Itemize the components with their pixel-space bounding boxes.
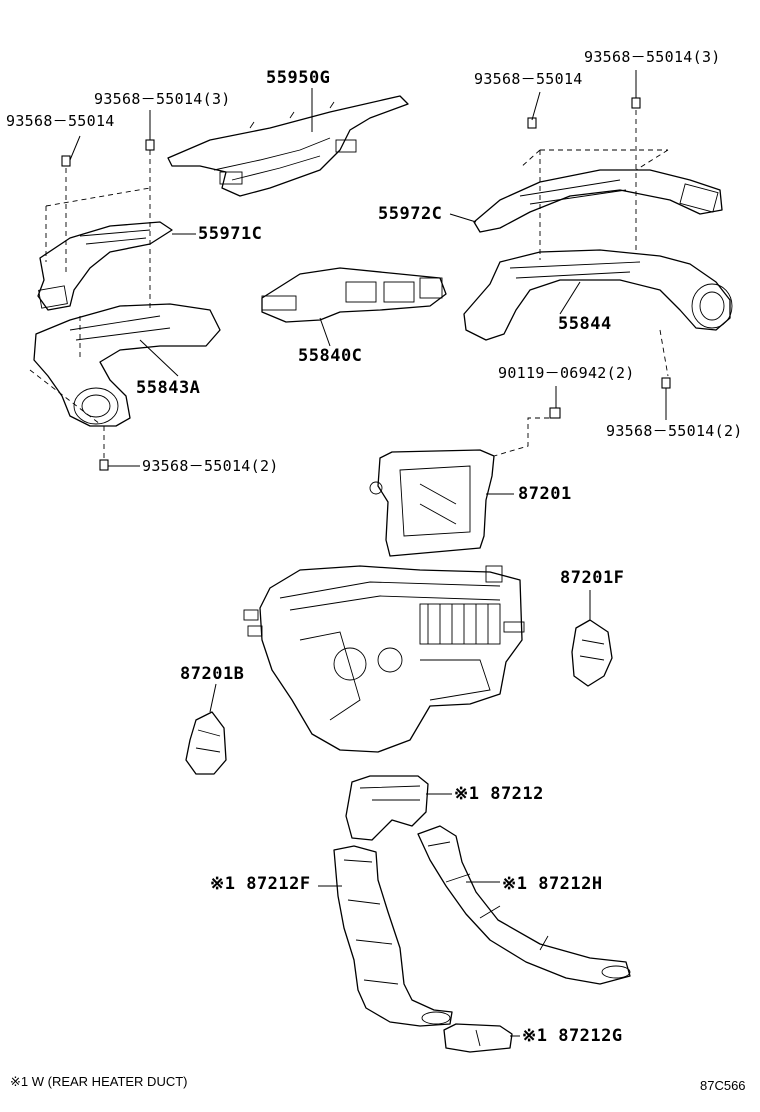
leader-87201B bbox=[209, 683, 217, 713]
part-55844 bbox=[463, 249, 733, 341]
part-55843A bbox=[33, 303, 221, 427]
label-93568-55014-2-right: 93568－55014(2) bbox=[606, 422, 743, 440]
diagram-code: 87C566 bbox=[700, 1078, 746, 1093]
label-93568-55014-left: 93568－55014 bbox=[6, 112, 115, 130]
part-55950G bbox=[167, 95, 409, 197]
label-90119-06942-2: 90119－06942(2) bbox=[498, 364, 635, 382]
part-55972C bbox=[473, 169, 723, 233]
part-87201 bbox=[369, 449, 495, 557]
part-87201F bbox=[571, 619, 613, 687]
part-87212H bbox=[417, 825, 631, 985]
label-87201B: 87201B bbox=[180, 664, 245, 684]
leader-55843A bbox=[139, 339, 179, 377]
leader-93568-right bbox=[531, 91, 541, 121]
label-87212F: ※1 87212F bbox=[210, 874, 311, 894]
label-55950G: 55950G bbox=[266, 68, 331, 88]
leader-55840C bbox=[319, 317, 331, 347]
label-93568-55014-3-left: 93568－55014(3) bbox=[94, 90, 231, 108]
label-93568-55014-3-right: 93568－55014(3) bbox=[584, 48, 721, 66]
label-87212: ※1 87212 bbox=[454, 784, 544, 804]
part-55971C bbox=[37, 221, 173, 311]
assembly-lines-right bbox=[519, 110, 669, 377]
label-55972C: 55972C bbox=[378, 204, 443, 224]
label-87201: 87201 bbox=[518, 484, 572, 504]
label-55844: 55844 bbox=[558, 314, 612, 334]
label-87212G: ※1 87212G bbox=[522, 1026, 623, 1046]
leader-93568-left bbox=[69, 135, 81, 161]
label-93568-55014-right: 93568－55014 bbox=[474, 70, 583, 88]
label-87212H: ※1 87212H bbox=[502, 874, 603, 894]
part-55840C bbox=[261, 267, 447, 323]
label-55840C: 55840C bbox=[298, 346, 363, 366]
label-55971C: 55971C bbox=[198, 224, 263, 244]
part-87212 bbox=[345, 775, 429, 841]
leader-55972C bbox=[449, 213, 477, 223]
part-hvac-unit bbox=[243, 565, 525, 753]
part-87212F bbox=[333, 845, 453, 1027]
part-87212G bbox=[443, 1023, 513, 1053]
assembly-lines-left bbox=[29, 150, 151, 425]
leader-55844 bbox=[559, 281, 581, 315]
part-87201B bbox=[185, 711, 227, 775]
label-87201F: 87201F bbox=[560, 568, 625, 588]
footnote: ※1 W (REAR HEATER DUCT) bbox=[10, 1074, 188, 1089]
label-55843A: 55843A bbox=[136, 378, 201, 398]
label-93568-55014-2-left: 93568－55014(2) bbox=[142, 457, 279, 475]
